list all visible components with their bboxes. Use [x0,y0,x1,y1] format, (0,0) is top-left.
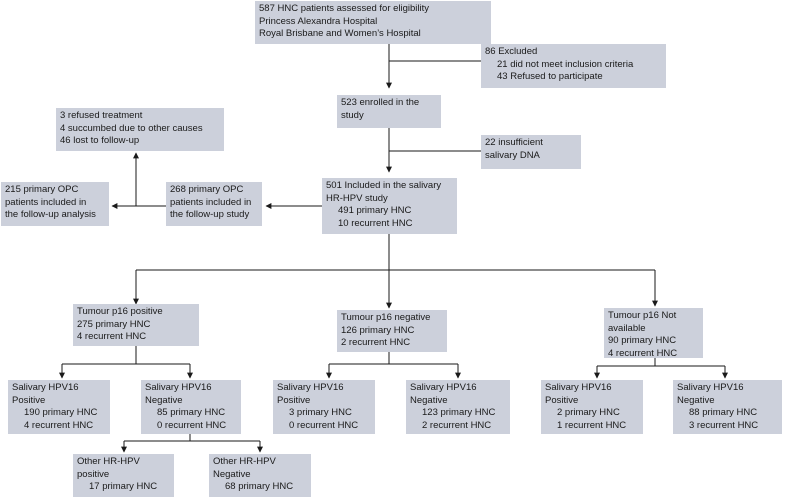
node-line: positive [77,468,110,480]
node-line: Negative [677,394,715,406]
node-line: 46 lost to follow-up [60,135,140,146]
node-line: 190 primary HNC [24,407,98,418]
node-line: 4 recurrent HNC [24,419,94,431]
node-line: 491 primary HNC [338,205,412,216]
node-p16pos-hpv16-negative: Salivary HPV16 Negative 85 primary HNC 0… [141,380,241,434]
node-followup-analysis: 215 primary OPC patients included in the… [1,182,109,226]
node-line: 88 primary HNC [689,407,758,418]
node-line: Tumour p16 positive [77,306,163,317]
node-line: 2 recurrent HNC [422,419,492,431]
node-p16neg-hpv16-positive: Salivary HPV16 Positive 3 primary HNC 0 … [273,380,375,434]
node-line: 3 primary HNC [289,407,352,418]
node-other-hr-hpv-positive: Other HR-HPV positive 17 primary HNC [73,454,174,497]
node-followup-study: 268 primary OPC patients included in the… [166,182,262,226]
node-line: 123 primary HNC [422,407,496,418]
node-line: 2 primary HNC [557,407,620,418]
node-assessed: 587 HNC patients assessed for eligibilit… [255,1,491,44]
node-line: 21 did not meet inclusion criteria [497,58,634,70]
node-line: the follow-up study [170,209,250,220]
node-line: 10 recurrent HNC [338,217,413,229]
node-line: Tumour p16 negative [341,312,431,323]
node-p16-negative: Tumour p16 negative 126 primary HNC 2 re… [337,310,447,352]
node-line: Positive [12,394,46,406]
node-line: Princess Alexandra Hospital [259,15,378,27]
node-line: 68 primary HNC [225,481,294,492]
node-line: 4 recurrent HNC [608,347,678,359]
node-line: 90 primary HNC [608,335,677,346]
node-line: Negative [213,468,251,480]
node-line: the follow-up analysis [5,209,96,220]
node-line: Negative [410,394,448,406]
node-line: patients included in [5,196,87,208]
node-line: Salivary HPV16 [410,382,477,393]
node-line: 501 Included in the salivary [326,180,442,191]
node-line: Salivary HPV16 [677,382,744,393]
node-line: Positive [277,394,311,406]
node-line: Other HR-HPV [213,456,276,467]
node-p16pos-hpv16-positive: Salivary HPV16 Positive 190 primary HNC … [8,380,110,434]
node-line: HR-HPV study [326,192,388,204]
node-excluded: 86 Excluded 21 did not meet inclusion cr… [481,44,666,88]
node-line: 523 enrolled in the [341,97,420,108]
node-salivary-study: 501 Included in the salivary HR-HPV stud… [322,178,457,234]
node-line: 215 primary OPC [5,184,79,195]
node-line: Other HR-HPV [77,456,140,467]
node-p16na-hpv16-positive: Salivary HPV16 Positive 2 primary HNC 1 … [541,380,643,434]
node-other-hr-hpv-negative: Other HR-HPV Negative 68 primary HNC [209,454,311,497]
node-p16-positive: Tumour p16 positive 275 primary HNC 4 re… [73,304,199,346]
node-line: Tumour p16 Not [608,310,677,321]
node-line: 85 primary HNC [157,407,226,418]
node-line: 3 recurrent HNC [689,419,759,431]
node-line: 587 HNC patients assessed for eligibilit… [259,3,430,14]
node-line: 0 recurrent HNC [157,419,227,431]
node-enrolled: 523 enrolled in the study [337,95,441,128]
node-line: 2 recurrent HNC [341,337,411,348]
node-line: Salivary HPV16 [145,382,212,393]
node-line: 43 Refused to participate [497,71,603,82]
node-line: 268 primary OPC [170,184,244,195]
node-line: 86 Excluded [485,46,538,57]
node-line: Salivary HPV16 [12,382,79,393]
node-line: 126 primary HNC [341,324,415,336]
node-line: 22 insufficient [485,137,543,148]
node-p16na-hpv16-negative: Salivary HPV16 Negative 88 primary HNC 3… [673,380,782,434]
node-line: 4 succumbed due to other causes [60,122,203,134]
node-line: Positive [545,394,579,406]
node-line: 3 refused treatment [60,110,143,121]
node-line: Negative [145,394,183,406]
node-line: available [608,322,646,334]
node-dropouts: 3 refused treatment 4 succumbed due to o… [56,108,224,151]
node-p16neg-hpv16-negative: Salivary HPV16 Negative 123 primary HNC … [406,380,510,434]
node-insufficient-dna: 22 insufficient salivary DNA [481,135,581,169]
node-line: 17 primary HNC [89,481,158,492]
node-line: 275 primary HNC [77,318,151,330]
node-p16-not-available: Tumour p16 Not available 90 primary HNC … [604,308,703,358]
node-line: Royal Brisbane and Women’s Hospital [259,28,421,39]
node-line: 1 recurrent HNC [557,419,627,431]
node-line: 4 recurrent HNC [77,331,147,342]
node-line: Salivary HPV16 [277,382,344,393]
node-line: salivary DNA [485,149,540,161]
node-line: study [341,109,364,121]
node-line: Salivary HPV16 [545,382,612,393]
node-line: 0 recurrent HNC [289,419,359,431]
node-line: patients included in [170,196,252,208]
